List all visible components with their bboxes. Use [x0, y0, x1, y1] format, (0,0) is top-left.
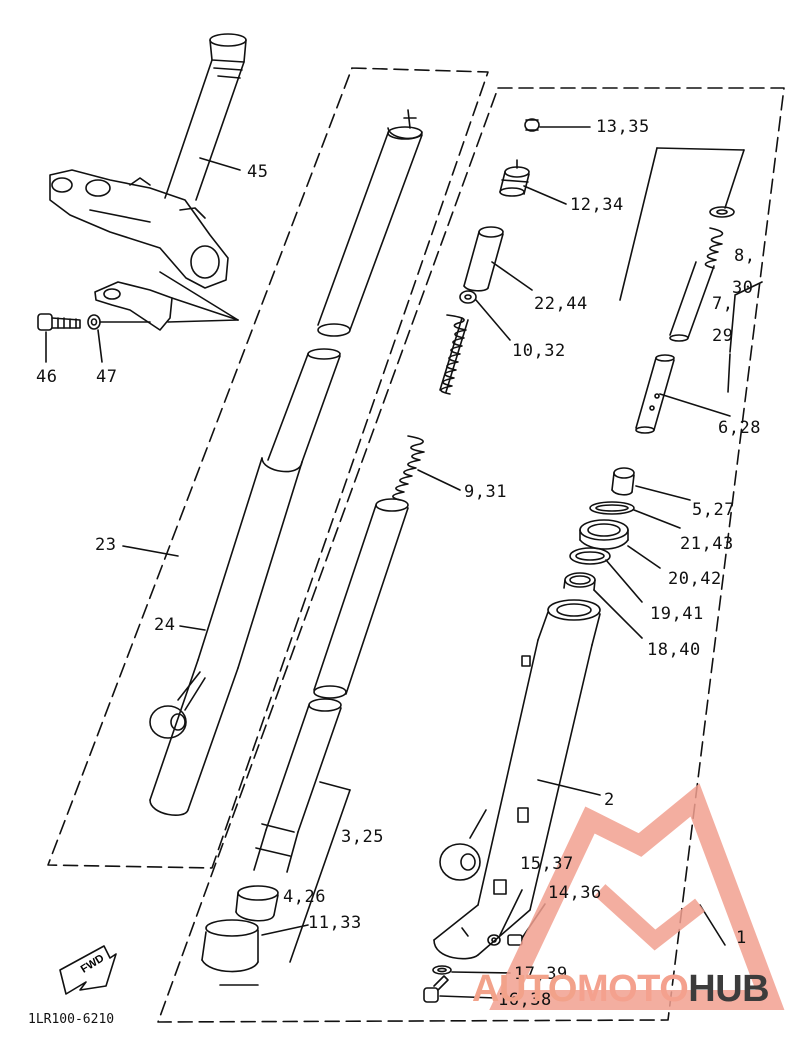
callout-20-42: 20,42	[668, 569, 722, 589]
fwd-arrow-shape	[59, 945, 117, 995]
callout-21-43: 21,43	[680, 534, 734, 554]
callout-5-27: 5,27	[692, 500, 735, 520]
retaining-clip-21-43	[589, 501, 681, 529]
callout-14-36: 14,36	[548, 883, 602, 903]
fork-spring-upper	[439, 314, 469, 395]
callout-11-33: 11,33	[308, 913, 362, 933]
slide-metal-18-40	[563, 572, 643, 639]
watermark-logo	[489, 783, 785, 1010]
callout-46: 46	[36, 367, 58, 387]
callout-7: 7,	[712, 294, 734, 314]
spring-seat-10-32	[459, 290, 511, 341]
callout-3-25: 3,25	[341, 827, 384, 847]
dashed-boundary-left	[47, 67, 489, 869]
piston-ring-4-26	[235, 885, 279, 922]
callout-1: 1	[736, 928, 747, 948]
inner-tube-lower	[253, 498, 409, 963]
callout-15-37: 15,37	[520, 854, 574, 874]
damper-rod-top	[619, 147, 745, 342]
cap-bolt-13-35	[524, 118, 591, 132]
spacer-22-44	[463, 226, 533, 292]
oil-seal-20-42	[579, 519, 661, 569]
washer-15-37	[487, 889, 523, 946]
steering-stem-45	[164, 33, 247, 201]
outer-tube-24	[149, 348, 341, 816]
callout-12-34: 12,34	[570, 195, 624, 215]
callout-13-35: 13,35	[596, 117, 650, 137]
callout-47: 47	[96, 367, 118, 387]
watermark-part-auto: AUTO	[472, 968, 577, 1010]
callout-17-39: 17,39	[514, 964, 568, 984]
callout-10-32: 10,32	[512, 341, 566, 361]
dust-seal-5-27	[611, 467, 691, 501]
inner-tube-upper	[317, 109, 423, 337]
callout-22-44: 22,44	[534, 294, 588, 314]
bolt-46	[37, 313, 81, 363]
washer-19-41	[569, 547, 643, 603]
callout-23: 23	[95, 535, 117, 555]
drawing-code: 1LR100-6210	[28, 1012, 115, 1027]
callout-16-38: 16,38	[498, 990, 552, 1010]
under-bracket	[49, 169, 229, 289]
cap-bolt-12-34	[499, 159, 567, 205]
callout-6-28: 6,28	[718, 418, 761, 438]
oil-lock-piece-11-33	[201, 919, 309, 986]
callout-9-31: 9,31	[464, 482, 507, 502]
damper-rod-6-28	[635, 281, 763, 434]
callout-18-40: 18,40	[647, 640, 701, 660]
callout-24: 24	[154, 615, 176, 635]
callout-45: 45	[247, 162, 269, 182]
callout-30: 30	[732, 278, 754, 298]
callout-19-41: 19,41	[650, 604, 704, 624]
fork-spring-9-31	[392, 435, 461, 501]
callout-8: 8,	[734, 246, 756, 266]
callout-29: 29	[712, 326, 734, 346]
callout-2: 2	[604, 790, 615, 810]
washer-47	[87, 314, 151, 363]
gasket-17-39	[432, 965, 511, 975]
outer-tube-2	[433, 599, 601, 960]
watermark-text: AUTOMOTOHUB	[472, 968, 770, 1011]
callout-4-26: 4,26	[283, 887, 326, 907]
watermark-part-moto: MOTO	[576, 968, 689, 1010]
dashed-boundary-right	[157, 87, 785, 1023]
watermark-part-hub: HUB	[688, 968, 770, 1010]
drain-bolt-16-38	[423, 975, 497, 1003]
bracket-clamp	[94, 271, 239, 331]
